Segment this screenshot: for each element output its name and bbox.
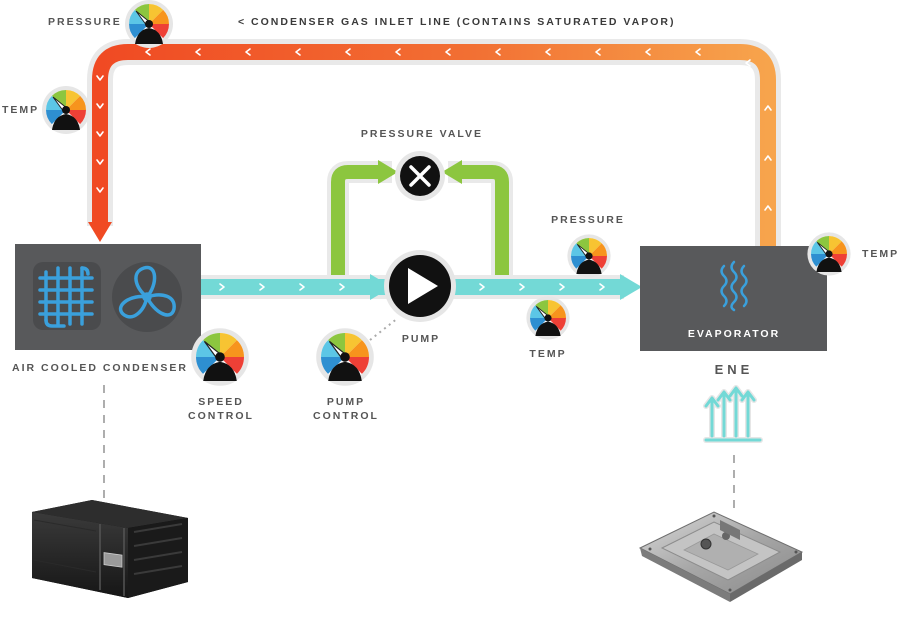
label-pump-control-line2: CONTROL xyxy=(313,410,379,422)
air-cooled-condenser xyxy=(15,244,201,350)
gauge-icon-pressure-right xyxy=(566,233,612,279)
label-pump: PUMP xyxy=(402,333,440,345)
evaporator-label: EVAPORATOR xyxy=(688,328,780,340)
rack-chassis-image xyxy=(32,500,188,598)
pressure-valve xyxy=(395,151,445,201)
pump xyxy=(384,250,456,322)
coil-grid-icon xyxy=(33,262,101,330)
gauge-icon-temp-right xyxy=(525,295,571,341)
heat-arrows-icon xyxy=(703,385,763,443)
rack-display-panel xyxy=(103,552,123,568)
gas-inlet-line xyxy=(87,39,781,246)
label-pump-control-line1: PUMP xyxy=(327,396,365,408)
gauge-icon-pump-control xyxy=(315,327,375,387)
label-speed-control-line1: SPEED xyxy=(198,396,244,408)
bypass-line xyxy=(327,160,513,276)
gauge-icon-speed-control xyxy=(190,327,250,387)
play-icon xyxy=(408,268,438,304)
cooling-plate-image xyxy=(638,511,804,602)
gauge-icon-temp-evaporator xyxy=(806,231,852,277)
gauge-icon-temp-left xyxy=(41,85,91,135)
liquid-line-flow-chevrons xyxy=(219,283,605,291)
label-pressure-right: PRESSURE xyxy=(551,214,625,226)
label-air-cooled-condenser: AIR COOLED CONDENSER xyxy=(12,362,188,374)
heat-waves-icon xyxy=(720,260,748,312)
label-pressure-top: PRESSURE xyxy=(48,16,122,28)
gauge-icon-pressure-top xyxy=(124,0,174,49)
gas-line-arrowhead xyxy=(88,222,112,242)
label-ene: ENE xyxy=(715,362,754,377)
evaporator: EVAPORATOR xyxy=(640,246,827,351)
label-temp-right: TEMP xyxy=(529,348,566,360)
label-speed-control-line2: CONTROL xyxy=(188,410,254,422)
label-gas-inlet-line: < CONDENSER GAS INLET LINE (CONTAINS SAT… xyxy=(238,16,675,28)
pump-control-link xyxy=(369,317,399,341)
label-temp-left: TEMP xyxy=(2,104,39,116)
label-temp-evaporator: TEMP xyxy=(862,248,899,260)
fan-icon xyxy=(112,262,182,332)
gas-line-flow-chevrons xyxy=(96,48,772,211)
liquid-line-arrowhead xyxy=(620,274,642,300)
label-pressure-valve: PRESSURE VALVE xyxy=(361,128,483,140)
close-x-icon xyxy=(409,165,431,187)
